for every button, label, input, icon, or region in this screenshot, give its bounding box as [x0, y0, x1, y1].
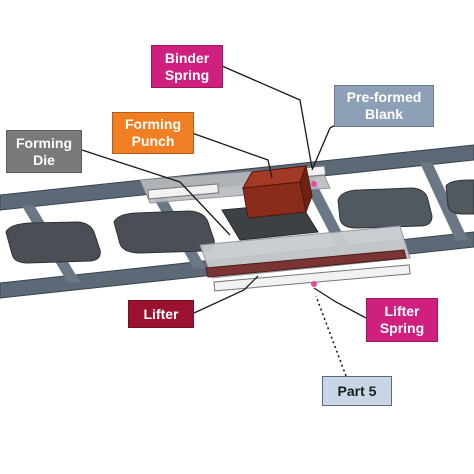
- lifter-label: Lifter: [128, 300, 194, 328]
- blank-part: [5, 221, 101, 264]
- leader-binder-spring: [221, 65, 313, 169]
- part5-label: Part 5: [322, 376, 392, 406]
- leader-lifter-spring: [313, 287, 367, 319]
- lifter-spring-label: Lifter Spring: [366, 298, 438, 342]
- cross-bar: [420, 162, 468, 241]
- preformed-blank: [337, 187, 433, 229]
- binder-spring-marker: [311, 181, 317, 187]
- forming-punch-side: [299, 164, 313, 214]
- binder-spring-left: [147, 183, 220, 200]
- lifter-bar: [205, 249, 407, 278]
- preformed-blank-label: Pre-formed Blank: [334, 85, 434, 127]
- forming-die-label: Forming Die: [6, 130, 82, 173]
- leader-forming-die: [81, 149, 231, 236]
- leader-lifter: [193, 275, 259, 314]
- leader-forming-punch: [191, 132, 273, 179]
- preformed-blank: [445, 179, 474, 215]
- leader-part5: [315, 295, 347, 377]
- binder-spring-label: Binder Spring: [151, 45, 223, 88]
- blank-part: [113, 210, 215, 254]
- lifter-spring-marker: [311, 281, 317, 287]
- forming-punch-label: Forming Punch: [112, 112, 194, 154]
